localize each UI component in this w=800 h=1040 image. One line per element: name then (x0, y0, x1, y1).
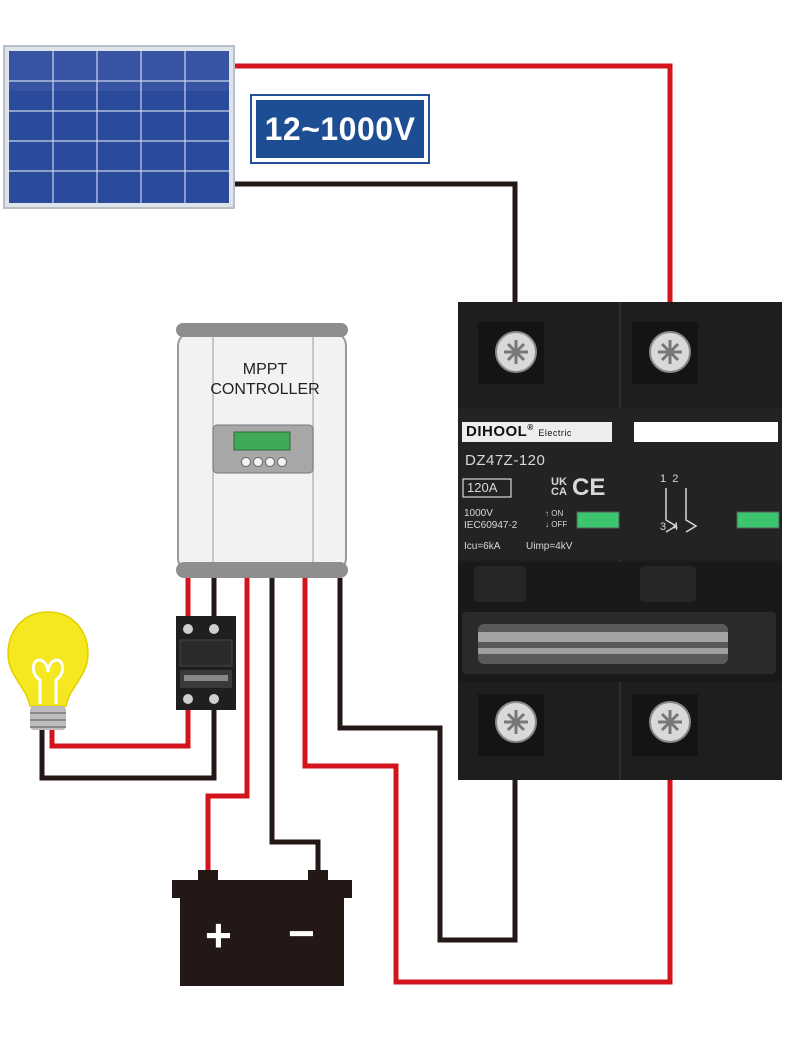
breaker-uimp: Uimp=4kV (526, 541, 573, 552)
rating-box (462, 478, 512, 498)
ce-mark: CE (572, 474, 606, 501)
on-off-indicator: ↑ ON ↓ OFF (545, 508, 567, 530)
controller-to-battery-positive-wire (205, 578, 250, 880)
breaker-brand-sub: Electric (538, 428, 572, 438)
solar-panel (3, 45, 235, 209)
terminal-numbers-bottom: 3 4 (660, 521, 679, 533)
voltage-label: 12~1000V (250, 94, 430, 164)
breaker-standard: IEC60947-2 (464, 520, 518, 531)
on-label: ↑ ON (545, 509, 564, 518)
breaker-to-controller-negative-wire (337, 578, 518, 943)
controller-button (277, 457, 287, 467)
battery-plus-sign: + (205, 909, 232, 961)
ukca-bottom: CA (551, 486, 567, 498)
controller-button (265, 457, 275, 467)
controller-title-line1: MPPT (242, 361, 288, 378)
controller-button (253, 457, 263, 467)
controller-lcd-screen (233, 431, 291, 451)
terminal-screw-2 (649, 331, 691, 373)
panel-negative-wire (232, 181, 518, 302)
brand-plate (462, 422, 612, 442)
off-label: ↓ OFF (545, 520, 568, 529)
dc-circuit-breaker (458, 302, 782, 780)
ukca-top: UK (551, 476, 567, 488)
battery-icon (172, 870, 352, 986)
controller-title-line2: CONTROLLER (210, 381, 320, 398)
terminal-screw-3 (495, 701, 537, 743)
controller-to-battery-negative-wire (269, 578, 321, 880)
controller-button (241, 457, 251, 467)
breaker-to-controller-positive-wire (302, 578, 673, 985)
terminal-screw-4 (649, 701, 691, 743)
terminal-screw-1 (495, 331, 537, 373)
breaker-model: DZ47Z-120 (465, 452, 546, 469)
panel-positive-wire (232, 63, 673, 302)
light-bulb-icon (7, 611, 89, 730)
mppt-controller (176, 323, 348, 578)
wires (39, 63, 673, 985)
battery-minus-sign: − (288, 907, 315, 959)
solar-panel-grid (9, 51, 229, 203)
load-negative-wire (39, 710, 217, 781)
load-breaker (176, 616, 236, 710)
breaker-brand: DIHOOL® Electric (466, 423, 572, 440)
breaker-icu: Icu=6kA (464, 541, 501, 552)
controller-title: MPPT CONTROLLER (210, 360, 320, 400)
breaker-rating: 120A (467, 480, 498, 495)
voltage-text: 12~1000V (256, 100, 424, 158)
breaker-voltage: 1000V (464, 508, 493, 519)
load-positive-wire (49, 710, 191, 749)
breaker-brand-name: DIHOOL (466, 423, 528, 440)
terminal-numbers-top: 1 2 (660, 473, 679, 485)
blank-label-plate (634, 422, 778, 442)
ukca-mark: UK CA (551, 476, 567, 498)
breaker-brand-registered: ® (527, 423, 534, 432)
status-window-left (576, 511, 620, 529)
status-window-right (736, 511, 780, 529)
